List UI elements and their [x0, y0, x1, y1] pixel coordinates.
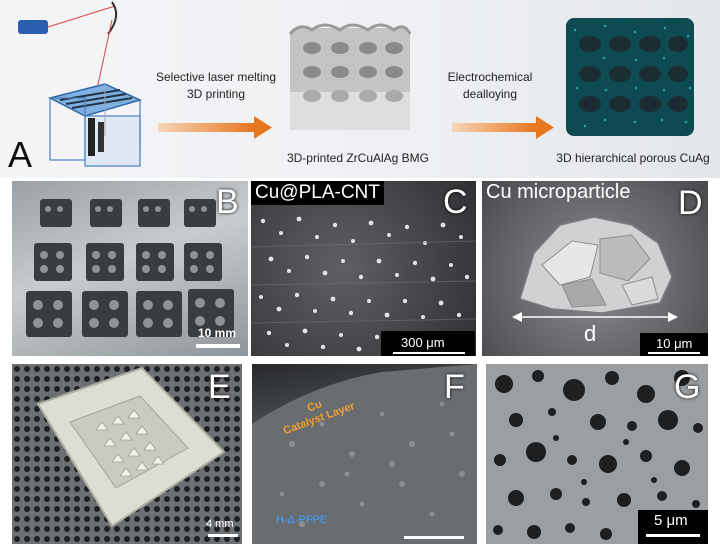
- panel-b: B 10 mm: [12, 181, 248, 356]
- panel-d-title: Cu microparticle: [486, 181, 631, 203]
- panel-letter-c: C: [443, 183, 468, 221]
- porous-lattice-image: [566, 18, 694, 136]
- scale-bar-b: [196, 344, 240, 348]
- scale-bar-d: [648, 352, 700, 354]
- panel-a-schematic: [18, 1, 694, 167]
- step1-line2: 3D printing: [186, 87, 246, 101]
- scale-label-c: 300 μm: [401, 335, 445, 350]
- scale-label-d: 10 μm: [656, 336, 693, 351]
- printed-device-image: [12, 364, 242, 544]
- printer-chamber-icon: [47, 83, 143, 167]
- panel-letter-f: F: [444, 368, 465, 406]
- panel-d: Cu microparticle D d 10 μm: [482, 181, 708, 356]
- step2-line1: Electrochemical: [447, 70, 533, 84]
- panel-c-title: Cu@PLA-CNT: [251, 181, 384, 205]
- panel-e: E 4 mm: [12, 364, 242, 544]
- cu-microparticle-sem-image: [512, 216, 678, 322]
- process-arrow-1: [158, 116, 272, 139]
- porous-surface-sem-image: [493, 370, 703, 540]
- scale-label-e: 4 mm: [206, 518, 234, 530]
- scale-bar-g: [646, 534, 700, 537]
- cross-section-sem-image: [252, 364, 477, 544]
- panel-letter-g: G: [674, 368, 701, 406]
- porous-label: 3D hierarchical porous CuAg: [556, 151, 710, 165]
- step1-line1: Selective laser melting: [155, 70, 277, 84]
- panel-g: G 5 μm: [486, 364, 708, 544]
- panel-f: Cu Catalyst Layer H-Δ-PFPE F: [252, 364, 477, 544]
- panel-c: Cu@PLA-CNT C 300 μm: [251, 181, 476, 356]
- scale-bar-e: [208, 534, 238, 537]
- microparticle: [519, 216, 673, 314]
- panel-letter-d: D: [678, 184, 703, 222]
- panel-letter-a: A: [8, 134, 33, 175]
- scale-box-c: [381, 331, 475, 356]
- dimension-label-d: d: [584, 321, 597, 346]
- step2-caption: Electrochemical dealloying: [430, 69, 550, 103]
- scale-box-d: [640, 333, 708, 356]
- ptfe-label: H-Δ-PFPE: [276, 514, 328, 526]
- laser-source-icon: [18, 20, 48, 34]
- scale-bar-f: [404, 536, 464, 539]
- scale-box-g: [638, 510, 708, 544]
- step2-line2: dealloying: [462, 87, 518, 101]
- cu-pla-cnt-sem-image: [251, 216, 476, 352]
- bmg-label: 3D-printed ZrCuAlAg BMG: [286, 151, 430, 165]
- scale-label-g: 5 μm: [654, 512, 688, 529]
- step1-caption: Selective laser melting 3D printing: [146, 69, 286, 103]
- scale-bar-c: [393, 352, 465, 354]
- panel-a: Selective laser melting 3D printing Elec…: [0, 0, 720, 178]
- scale-label-b: 10 mm: [198, 326, 237, 340]
- panel-letter-e: E: [208, 368, 231, 406]
- bmg-lattice-image: [288, 23, 412, 130]
- process-arrow-2: [452, 116, 554, 139]
- panel-letter-b: B: [216, 183, 239, 221]
- printed-lattices-image: [26, 199, 234, 337]
